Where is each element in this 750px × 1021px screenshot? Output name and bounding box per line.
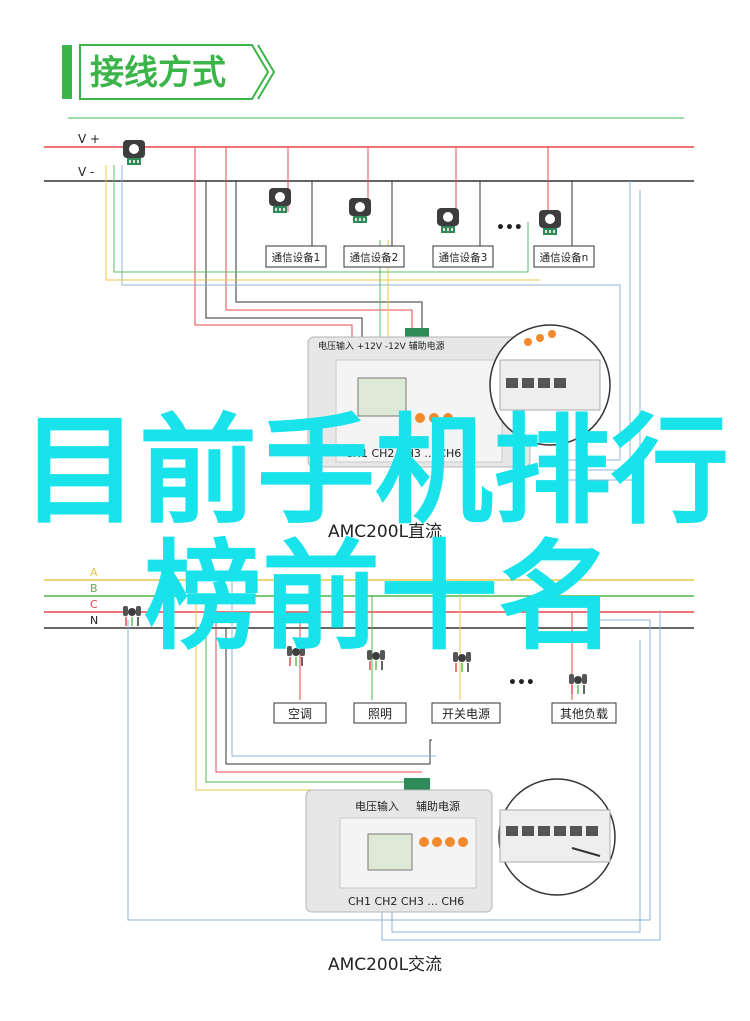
load-box: 其他负载: [551, 702, 617, 724]
device-box: 通信设备2: [343, 245, 405, 268]
rj45-port-icon: [489, 324, 611, 446]
load-label-ac: 空调: [288, 707, 312, 721]
chevron-right-icon: [257, 44, 276, 100]
dc-ellipsis: •••: [496, 220, 523, 236]
load-label-other: 其他负载: [560, 707, 608, 721]
ac-ellipsis: •••: [508, 675, 535, 691]
overlay-headline: 目前手机排行 榜前十名: [21, 402, 729, 666]
current-sensor-icon: [123, 140, 145, 165]
device-label-n: 通信设备n: [540, 251, 589, 264]
load-label-power: 开关电源: [442, 707, 490, 721]
load-box: 开关电源: [431, 702, 501, 724]
device-label-3: 通信设备3: [439, 251, 488, 264]
dc-caption: AMC200L直流: [328, 522, 442, 542]
section-header: 接线方式: [62, 44, 276, 100]
device-box: 通信设备n: [533, 245, 595, 268]
current-sensor-icon: [349, 198, 371, 223]
device-box: 通信设备3: [432, 245, 494, 268]
bus-label-positive: V +: [78, 132, 100, 146]
header-title: 接线方式: [90, 53, 226, 93]
header-arrow-frame: [79, 44, 270, 100]
dc-meter-input-label: 电压输入 +12V -12V 辅助电源: [318, 340, 445, 352]
device-label-2: 通信设备2: [350, 251, 399, 264]
load-box: 空调: [273, 702, 327, 724]
phase-label-n: N: [90, 614, 98, 627]
overlay-line-1: 目前手机排行: [21, 402, 729, 540]
phase-label-c: C: [90, 598, 98, 611]
phase-label-a: A: [90, 566, 98, 579]
din-rail-meter-icon: 电压输入 辅助电源 CH1 CH2 CH3 ... CH6: [305, 778, 493, 913]
dc-diagram: V + V -: [44, 132, 694, 542]
ac-diagram: A B C N ••• 空调 照明: [44, 566, 694, 975]
ac-meter-channels: CH1 CH2 CH3 ... CH6: [348, 895, 464, 908]
device-label-1: 通信设备1: [272, 251, 321, 264]
phase-label-b: B: [90, 582, 98, 595]
ac-meter-input-label: 电压输入: [355, 799, 399, 813]
load-box: 照明: [353, 702, 407, 724]
ac-meter-aux-label: 辅助电源: [416, 799, 460, 813]
current-sensor-icon: [122, 605, 142, 627]
current-sensor-icon: [568, 673, 588, 695]
current-sensor-icon: [437, 208, 459, 233]
rj45-port-icon: [498, 778, 616, 896]
device-box: 通信设备1: [265, 245, 327, 268]
current-sensor-icon: [539, 210, 561, 235]
dc-meter-channels: CH1 CH2 CH3 ... CH6: [345, 447, 461, 460]
load-label-light: 照明: [368, 707, 392, 721]
din-rail-meter-icon: 电压输入 +12V -12V 辅助电源 CH1 CH2 CH3 ... CH6: [307, 328, 531, 468]
header-accent-bar: [62, 45, 72, 99]
overlay-line-2: 榜前十名: [144, 528, 616, 666]
bus-label-negative: V -: [78, 165, 94, 179]
ac-caption: AMC200L交流: [328, 955, 442, 975]
